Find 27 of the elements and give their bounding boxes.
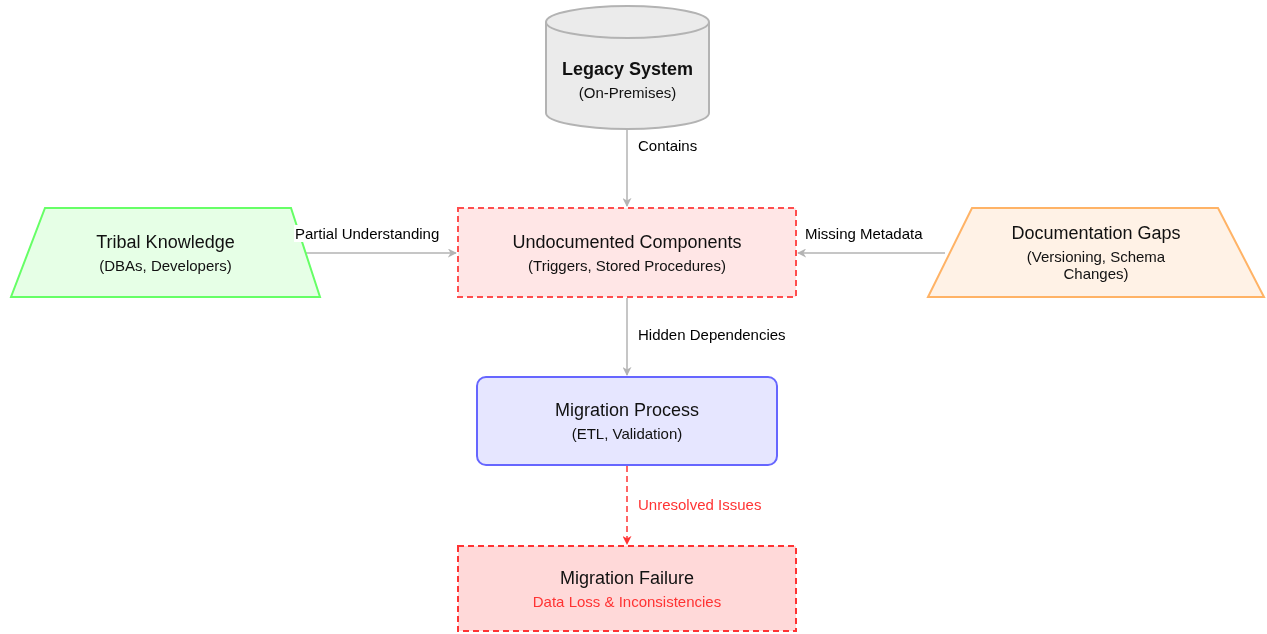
node-subtitle: (DBAs, Developers) [99,256,232,274]
node-title: Migration Process [554,400,700,421]
edge-label: Missing Metadata [804,225,924,242]
arrow [622,129,632,207]
process-box [457,545,797,632]
edge-label: Contains [637,137,699,154]
edge-label: Unresolved Issues [637,496,763,513]
node-title: Documentation Gaps [1011,223,1181,244]
node-subtitle: (Triggers, Stored Procedures) [528,256,726,274]
node-subtitle: (Versioning, Schema Changes) [1025,248,1167,282]
arrow [622,465,632,545]
node-title: Migration Failure [559,567,695,589]
edge-label: Partial Understanding [294,225,441,242]
node-subtitle: (On-Premises) [578,83,677,101]
node-subtitle: Data Loss & Inconsistencies [532,592,722,610]
node-title: Tribal Knowledge [96,231,235,253]
process-box [476,376,778,466]
arrow [305,248,457,258]
node-title: Legacy System [561,58,694,80]
trapezoid-shape [927,207,1265,298]
arrow [622,297,632,376]
process-box [457,207,797,298]
database-cylinder [545,5,710,130]
node-subtitle: (ETL, Validation) [571,425,683,442]
edge-label: Hidden Dependencies [637,326,787,343]
arrow [797,248,946,258]
node-title: Undocumented Components [512,231,742,253]
